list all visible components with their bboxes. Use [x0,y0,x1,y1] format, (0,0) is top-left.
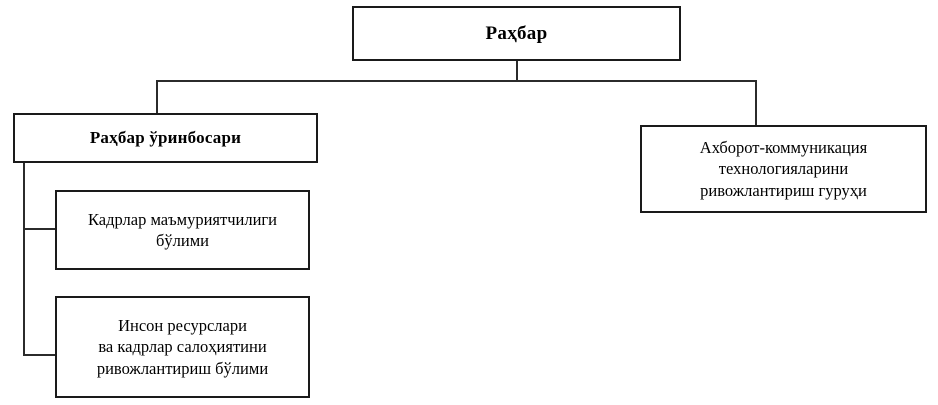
connector-to-hr-development [23,354,57,356]
node-root: Раҳбар [352,6,681,61]
node-hr-development-label: Инсон ресурслари ва кадрлар салоҳиятини … [96,315,269,378]
node-hr-admin: Кадрлар маъмуриятчилиги бўлими [55,190,310,270]
node-deputy-label: Раҳбар ўринбосари [89,128,242,147]
connector-level1-bus [156,80,757,82]
node-hr-admin-label: Кадрлар маъмуриятчилиги бўлими [87,209,278,250]
node-root-label: Раҳбар [485,22,548,44]
node-ict-group-label: Ахборот-коммуникация технологияларини ри… [699,138,868,200]
node-ict-group: Ахборот-коммуникация технологияларини ри… [640,125,927,213]
connector-to-deputy [156,80,158,114]
connector-deputy-spine [23,162,25,356]
connector-to-hr-admin [23,228,57,230]
node-hr-development: Инсон ресурслари ва кадрлар салоҳиятини … [55,296,310,398]
connector-root-down [516,61,518,82]
connector-to-ict-group [755,80,757,126]
node-deputy: Раҳбар ўринбосари [13,113,318,163]
